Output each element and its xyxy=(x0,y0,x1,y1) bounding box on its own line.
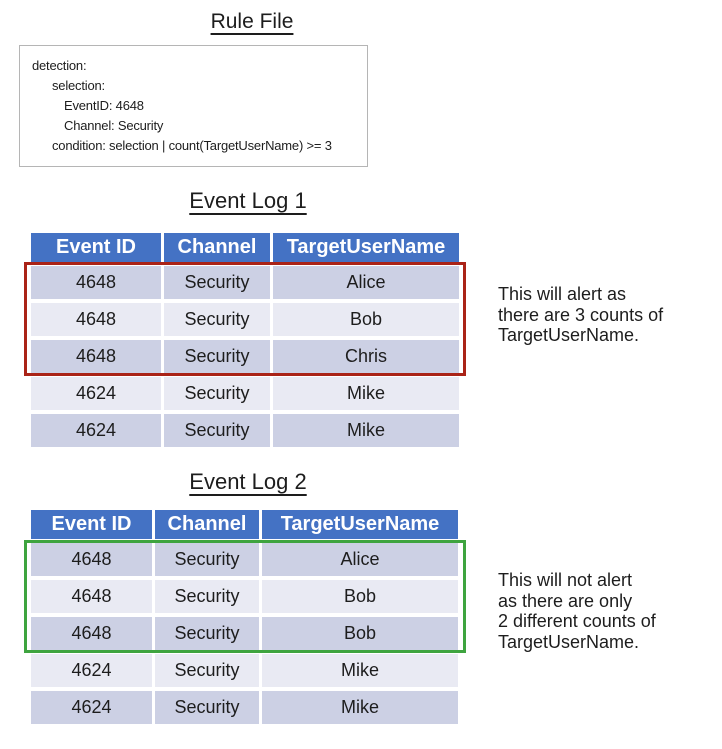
rule-line-detection: detection: xyxy=(32,58,87,73)
table-cell: Chris xyxy=(273,340,459,373)
rule-line-channel: Channel: Security xyxy=(64,118,164,133)
rule-file-box: detection: selection: EventID: 4648 Chan… xyxy=(19,45,368,167)
rule-line-eventid: EventID: 4648 xyxy=(64,98,144,113)
table-cell: 4624 xyxy=(31,654,152,687)
table-cell: Security xyxy=(155,617,259,650)
table-cell: 4648 xyxy=(31,580,152,613)
event-log-2-table: Event ID Channel TargetUserName 4648 Sec… xyxy=(31,510,458,724)
event-log-1-title: Event Log 1 xyxy=(189,188,307,213)
column-header-targetusername: TargetUserName xyxy=(262,510,458,539)
table-cell: Security xyxy=(164,377,270,410)
table-cell: Bob xyxy=(262,580,458,613)
alert-annotation: This will alert as there are 3 counts of… xyxy=(498,284,663,346)
event-log-1-table: Event ID Channel TargetUserName 4648 Sec… xyxy=(31,233,459,447)
event-log-2-title: Event Log 2 xyxy=(189,469,307,494)
table-cell: Security xyxy=(164,266,270,299)
table-cell: 4624 xyxy=(31,377,161,410)
table-cell: 4648 xyxy=(31,266,161,299)
rule-file-title: Rule File xyxy=(210,10,294,33)
column-header-event-id: Event ID xyxy=(31,233,161,262)
table-cell: 4648 xyxy=(31,617,152,650)
table-cell: Mike xyxy=(262,691,458,724)
annotation-line: as there are only xyxy=(498,590,633,611)
table-cell: 4648 xyxy=(31,303,161,336)
table-cell: 4648 xyxy=(31,340,161,373)
annotation-line: 2 different counts of xyxy=(498,611,656,631)
table-cell: Security xyxy=(164,414,270,447)
annotation-line: TargetUserName. xyxy=(498,631,640,652)
annotation-line: there are 3 counts of xyxy=(498,304,664,325)
table-cell: Bob xyxy=(262,617,458,650)
table-cell: Security xyxy=(155,654,259,687)
table-cell: 4624 xyxy=(31,414,161,447)
table-cell: Mike xyxy=(262,654,458,687)
rule-line-selection: selection: xyxy=(52,78,105,93)
table-cell: Alice xyxy=(273,266,459,299)
annotation-line: This will not alert xyxy=(498,570,633,590)
table-cell: 4648 xyxy=(31,543,152,576)
table-cell: Mike xyxy=(273,377,459,410)
rule-line-condition: condition: selection | count(TargetUserN… xyxy=(52,138,332,153)
no-alert-annotation: This will not alert as there are only 2 … xyxy=(498,570,656,652)
table-cell: Mike xyxy=(273,414,459,447)
annotation-line: This will alert as xyxy=(498,284,627,304)
table-cell: Alice xyxy=(262,543,458,576)
table-cell: Security xyxy=(155,691,259,724)
column-header-event-id: Event ID xyxy=(31,510,152,539)
table-cell: Security xyxy=(155,580,259,613)
column-header-targetusername: TargetUserName xyxy=(273,233,459,262)
annotation-line: TargetUserName. xyxy=(498,325,640,345)
column-header-channel: Channel xyxy=(164,233,270,262)
table-cell: 4624 xyxy=(31,691,152,724)
table-cell: Security xyxy=(164,340,270,373)
table-cell: Security xyxy=(155,543,259,576)
table-cell: Bob xyxy=(273,303,459,336)
table-cell: Security xyxy=(164,303,270,336)
column-header-channel: Channel xyxy=(155,510,259,539)
